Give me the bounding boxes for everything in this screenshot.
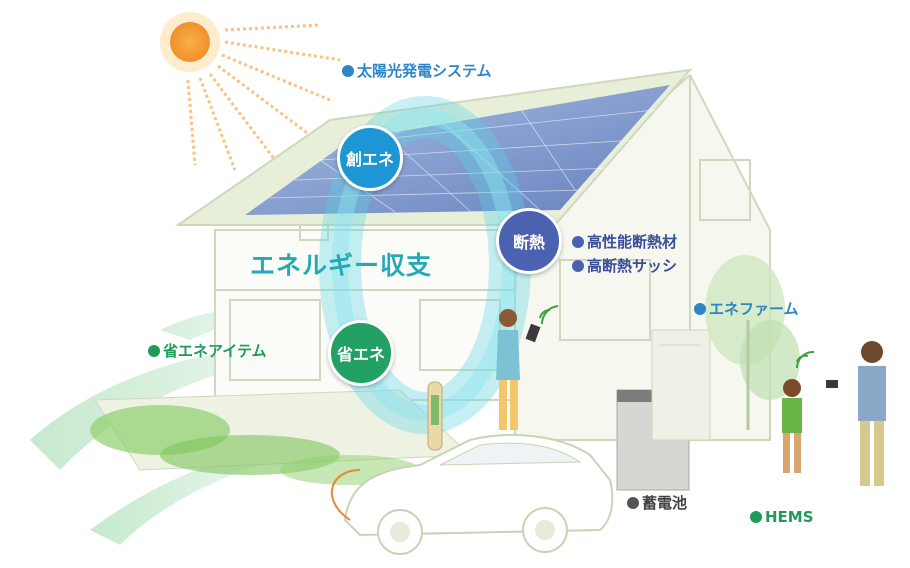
insulation-label: 高性能断熱材 <box>572 233 677 251</box>
enefarm-unit <box>651 329 711 441</box>
solar-label: 太陽光発電システム <box>342 62 492 80</box>
person-figure <box>782 379 802 473</box>
insulation-text: 高性能断熱材 <box>587 233 678 251</box>
sun-icon <box>160 12 341 171</box>
ev-charger <box>427 381 443 451</box>
enefarm-text: エネファーム <box>709 300 799 318</box>
bullet-dot <box>572 260 584 272</box>
bullet-dot <box>750 511 762 523</box>
car-illustration <box>330 434 614 555</box>
person-figure <box>826 341 886 486</box>
enefarm-label: エネファーム <box>694 300 799 318</box>
sash-text: 高断熱サッシ <box>587 257 678 275</box>
hems-label: HEMS <box>750 508 814 526</box>
badge-create-energy: 創エネ <box>337 125 403 191</box>
battery-text: 蓄電池 <box>642 494 688 512</box>
hems-text: HEMS <box>765 508 814 526</box>
bullet-dot <box>148 345 160 357</box>
energy-balance-title: エネルギー収支 <box>250 251 433 280</box>
eco-items-text: 省エネアイテム <box>163 342 267 360</box>
battery-label: 蓄電池 <box>627 494 687 512</box>
tree-illustration <box>705 255 800 430</box>
person-figure <box>496 309 541 430</box>
sash-label: 高断熱サッシ <box>572 257 677 275</box>
bullet-dot <box>342 65 354 77</box>
eco-items-label: 省エネアイテム <box>148 342 267 360</box>
bullet-dot <box>694 303 706 315</box>
solar-text: 太陽光発電システム <box>357 62 492 80</box>
badge-save-energy: 省エネ <box>328 320 394 386</box>
bullet-dot <box>572 236 584 248</box>
bullet-dot <box>627 497 639 509</box>
badge-insulation: 断熱 <box>496 208 562 274</box>
wifi-icon <box>539 305 815 369</box>
